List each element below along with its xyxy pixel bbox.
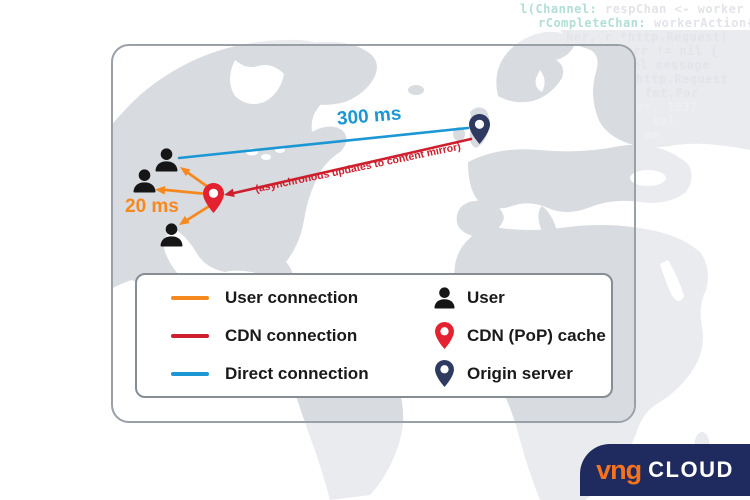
edge-latency-label: 20 ms xyxy=(125,196,179,217)
user-icon xyxy=(133,169,156,193)
origin-server-pin-icon xyxy=(431,360,457,387)
vng-wordmark: vng xyxy=(596,454,642,485)
legend-row-user-connection: User connection xyxy=(171,285,419,310)
user-icon xyxy=(431,286,457,309)
legend-row-cdn-connection: CDN connection xyxy=(171,323,419,348)
legend-row-origin-server: Origin server xyxy=(431,360,611,387)
vng-cloud-logo: vng CLOUD xyxy=(580,444,750,496)
connections-overlay xyxy=(133,114,490,247)
legend-connections-column: User connection CDN connection Direct co… xyxy=(137,275,419,396)
legend-markers-column: User CDN (PoP) cache Origin server xyxy=(419,275,611,396)
legend-row-cdn-pop-cache: CDN (PoP) cache xyxy=(431,322,611,349)
legend-row-user: User xyxy=(431,285,611,310)
legend-label: Direct connection xyxy=(225,363,369,383)
legend-row-direct-connection: Direct connection xyxy=(171,361,419,386)
cdn-pop-pin-icon xyxy=(431,322,457,349)
direct-connection-swatch xyxy=(171,371,209,376)
cloud-wordmark: CLOUD xyxy=(648,457,734,482)
legend-label: Origin server xyxy=(467,363,573,383)
user-connection-arrows xyxy=(155,167,213,225)
map-card: 300 ms 20 ms (asynchronous updates to co… xyxy=(111,44,636,423)
user-icon xyxy=(155,148,178,172)
legend-label: User xyxy=(467,287,505,307)
legend: User connection CDN connection Direct co… xyxy=(135,273,613,398)
cdn-connection-line xyxy=(230,137,473,195)
legend-label: CDN (PoP) cache xyxy=(467,325,606,345)
user-icon xyxy=(160,223,183,247)
cdn-connection-arrowhead xyxy=(224,188,235,197)
legend-label: CDN connection xyxy=(225,325,358,345)
user-connection-swatch xyxy=(171,295,209,300)
legend-label: User connection xyxy=(225,287,359,307)
cdn-connection-swatch xyxy=(171,333,209,338)
direct-connection-line xyxy=(177,126,470,160)
